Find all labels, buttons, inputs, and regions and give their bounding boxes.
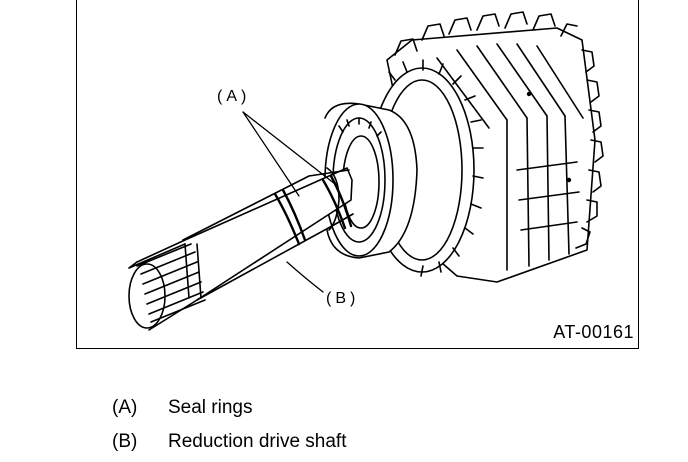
callout-a: (A) [217,88,251,105]
figure-frame: (A) (B) AT-00161 [76,0,639,349]
leader-lines [242,111,336,293]
legend-key: (A) [112,397,138,418]
legend: (A) Seal rings (B) Reduction drive shaft [112,394,347,462]
legend-label: Reduction drive shaft [168,431,347,452]
legend-item-b: (B) Reduction drive shaft [112,428,347,462]
seal-ring-grooves [273,174,353,246]
splined-end [128,243,206,329]
legend-item-a: (A) Seal rings [112,394,347,428]
legend-label: Seal rings [168,397,253,418]
legend-key: (B) [112,431,138,452]
figure-id: AT-00161 [553,322,634,342]
reduction-drive-shaft-drawing [128,11,604,331]
callout-b: (B) [326,290,360,307]
shaft [128,167,354,331]
